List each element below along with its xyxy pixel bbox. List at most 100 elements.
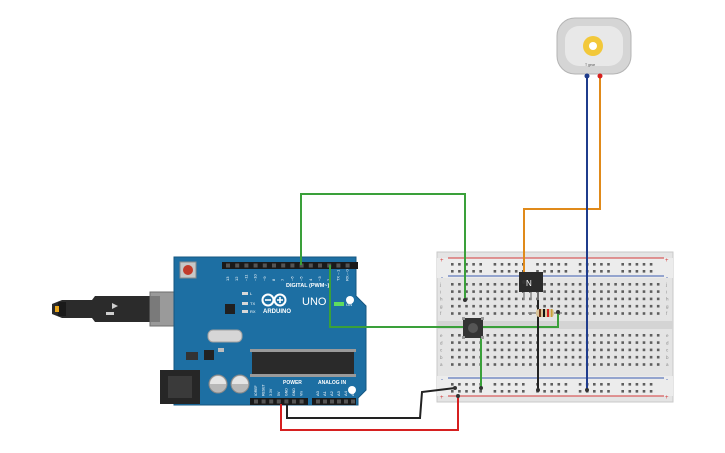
breadboard-hole[interactable] xyxy=(628,283,632,286)
rail-hole[interactable] xyxy=(621,390,624,393)
breadboard-hole[interactable] xyxy=(507,363,511,366)
breadboard-hole[interactable] xyxy=(486,348,490,352)
breadboard-hole[interactable] xyxy=(614,297,617,301)
breadboard-hole[interactable] xyxy=(479,304,482,308)
power-pin-hole[interactable] xyxy=(299,399,304,404)
breadboard-hole[interactable] xyxy=(628,348,632,352)
breadboard-hole[interactable] xyxy=(628,355,632,359)
breadboard-hole[interactable] xyxy=(529,348,532,352)
breadboard-hole[interactable] xyxy=(479,290,482,293)
digital-pin-hole[interactable] xyxy=(299,263,304,268)
digital-pin-hole[interactable] xyxy=(244,263,249,268)
rail-hole[interactable] xyxy=(507,263,511,266)
breadboard-hole[interactable] xyxy=(458,355,461,359)
breadboard-hole[interactable] xyxy=(507,312,511,315)
breadboard-hole[interactable] xyxy=(649,312,653,315)
breadboard-hole[interactable] xyxy=(529,355,532,359)
breadboard-hole[interactable] xyxy=(465,283,468,286)
rail-hole[interactable] xyxy=(578,263,582,266)
rail-hole[interactable] xyxy=(479,390,482,393)
dc-motor[interactable]: T gear xyxy=(556,17,632,79)
breadboard-hole[interactable] xyxy=(578,283,582,286)
breadboard-hole[interactable] xyxy=(472,290,475,293)
rail-hole[interactable] xyxy=(557,390,561,393)
breadboard-hole[interactable] xyxy=(564,283,568,286)
breadboard-hole[interactable] xyxy=(465,363,468,366)
breadboard-hole[interactable] xyxy=(522,348,525,352)
rail-hole[interactable] xyxy=(642,270,646,273)
breadboard-hole[interactable] xyxy=(458,290,461,293)
breadboard-hole[interactable] xyxy=(493,363,497,366)
rail-hole[interactable] xyxy=(493,390,497,393)
breadboard-hole[interactable] xyxy=(656,334,660,337)
breadboard-hole[interactable] xyxy=(614,341,617,344)
breadboard-hole[interactable] xyxy=(593,283,596,286)
rail-hole[interactable] xyxy=(500,390,504,393)
breadboard-hole[interactable] xyxy=(578,363,582,366)
breadboard-hole[interactable] xyxy=(578,290,582,293)
breadboard-hole[interactable] xyxy=(571,312,575,315)
breadboard-hole[interactable] xyxy=(635,312,639,315)
breadboard-hole[interactable] xyxy=(621,355,624,359)
breadboard-hole[interactable] xyxy=(649,334,653,337)
breadboard-hole[interactable] xyxy=(578,341,582,344)
breadboard-hole[interactable] xyxy=(514,304,518,308)
breadboard-hole[interactable] xyxy=(529,334,532,337)
breadboard-hole[interactable] xyxy=(649,290,653,293)
breadboard-hole[interactable] xyxy=(479,312,482,315)
breadboard-hole[interactable] xyxy=(600,290,603,293)
breadboard-hole[interactable] xyxy=(557,283,561,286)
breadboard-hole[interactable] xyxy=(621,348,624,352)
rail-hole[interactable] xyxy=(472,390,475,393)
breadboard-hole[interactable] xyxy=(628,297,632,301)
breadboard-hole[interactable] xyxy=(578,348,582,352)
breadboard-hole[interactable] xyxy=(621,297,624,301)
rail-hole[interactable] xyxy=(642,263,646,266)
breadboard-hole[interactable] xyxy=(458,304,461,308)
digital-pin-hole[interactable] xyxy=(281,263,286,268)
breadboard-hole[interactable] xyxy=(571,355,575,359)
analog-pin-hole[interactable] xyxy=(351,399,355,404)
breadboard-hole[interactable] xyxy=(593,348,596,352)
breadboard-hole[interactable] xyxy=(600,348,603,352)
rail-hole[interactable] xyxy=(635,270,639,273)
rail-hole[interactable] xyxy=(536,263,539,266)
rail-hole[interactable] xyxy=(543,270,546,273)
rail-hole[interactable] xyxy=(514,263,518,266)
breadboard-hole[interactable] xyxy=(621,290,624,293)
reset-button[interactable] xyxy=(179,261,197,279)
breadboard-hole[interactable] xyxy=(564,355,568,359)
breadboard-hole[interactable] xyxy=(635,341,639,344)
breadboard-hole[interactable] xyxy=(578,334,582,337)
rail-hole[interactable] xyxy=(465,270,468,273)
breadboard-hole[interactable] xyxy=(635,290,639,293)
breadboard-hole[interactable] xyxy=(635,304,639,308)
rail-hole[interactable] xyxy=(557,383,561,386)
breadboard-hole[interactable] xyxy=(642,312,646,315)
breadboard-hole[interactable] xyxy=(621,334,624,337)
rail-hole[interactable] xyxy=(600,263,603,266)
breadboard-hole[interactable] xyxy=(614,363,617,366)
breadboard-hole[interactable] xyxy=(607,355,610,359)
breadboard-hole[interactable] xyxy=(500,297,504,301)
breadboard-hole[interactable] xyxy=(628,290,632,293)
rail-hole[interactable] xyxy=(600,383,603,386)
breadboard-hole[interactable] xyxy=(451,290,454,293)
rail-hole[interactable] xyxy=(593,270,596,273)
breadboard-hole[interactable] xyxy=(514,341,518,344)
breadboard-hole[interactable] xyxy=(656,290,660,293)
breadboard-hole[interactable] xyxy=(642,304,646,308)
rail-hole[interactable] xyxy=(472,263,475,266)
breadboard-hole[interactable] xyxy=(649,348,653,352)
breadboard-hole[interactable] xyxy=(614,348,617,352)
breadboard-hole[interactable] xyxy=(514,297,518,301)
breadboard-hole[interactable] xyxy=(451,348,454,352)
breadboard-hole[interactable] xyxy=(486,297,490,301)
breadboard-hole[interactable] xyxy=(472,348,475,352)
breadboard-hole[interactable] xyxy=(493,312,497,315)
rail-hole[interactable] xyxy=(522,390,525,393)
rail-hole[interactable] xyxy=(543,263,546,266)
breadboard-hole[interactable] xyxy=(571,348,575,352)
breadboard-hole[interactable] xyxy=(593,334,596,337)
